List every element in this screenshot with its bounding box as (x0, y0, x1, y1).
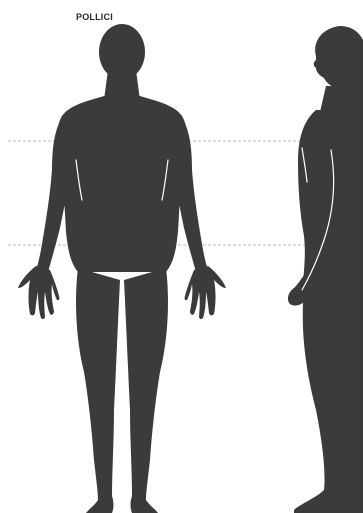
front-neck (104, 70, 140, 100)
side-neck (320, 86, 363, 112)
front-torso (57, 96, 187, 272)
side-view-figure (288, 26, 363, 513)
front-right-hand (185, 266, 226, 319)
front-left-hand (18, 266, 59, 319)
front-view-figure (18, 24, 226, 513)
side-head (314, 26, 363, 89)
front-left-leg (76, 268, 120, 513)
front-right-leg (124, 268, 168, 513)
side-leg (294, 290, 363, 513)
